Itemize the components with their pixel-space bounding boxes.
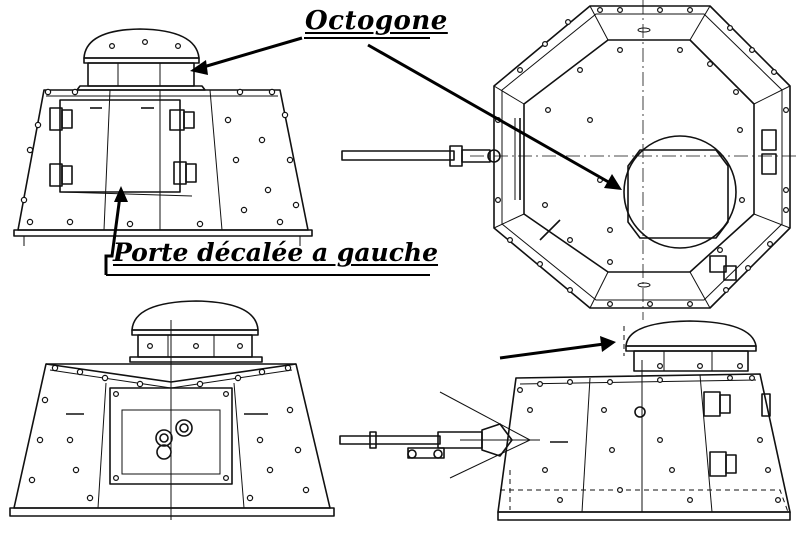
annotation-arrows [104, 36, 622, 360]
arrow-side-cupola [499, 342, 605, 360]
offset-door-label: Porte décalée a gauche [113, 238, 439, 267]
octogone-label: Octogone [305, 6, 448, 36]
central-hatch [623, 135, 737, 249]
cupola-octagon-ring [87, 62, 195, 87]
arrow-octogone-right [367, 43, 613, 186]
cupola-dome [83, 28, 200, 59]
cupola-dome-front [131, 300, 259, 331]
turret-view-top-right-plan [341, 0, 800, 320]
arrow-octogone-left [199, 36, 303, 70]
gun-barrel-side [339, 435, 441, 445]
gun-barrel [341, 150, 455, 161]
offset-door [59, 99, 181, 193]
gun-mantlet-plate [109, 387, 233, 485]
turret-view-top-left [13, 28, 313, 246]
cupola-dome-side [625, 320, 757, 347]
turret-body-side [497, 373, 791, 513]
arrow-porte [104, 195, 122, 275]
turret-view-bottom-left [9, 300, 335, 520]
turret-view-bottom-right [339, 320, 791, 521]
